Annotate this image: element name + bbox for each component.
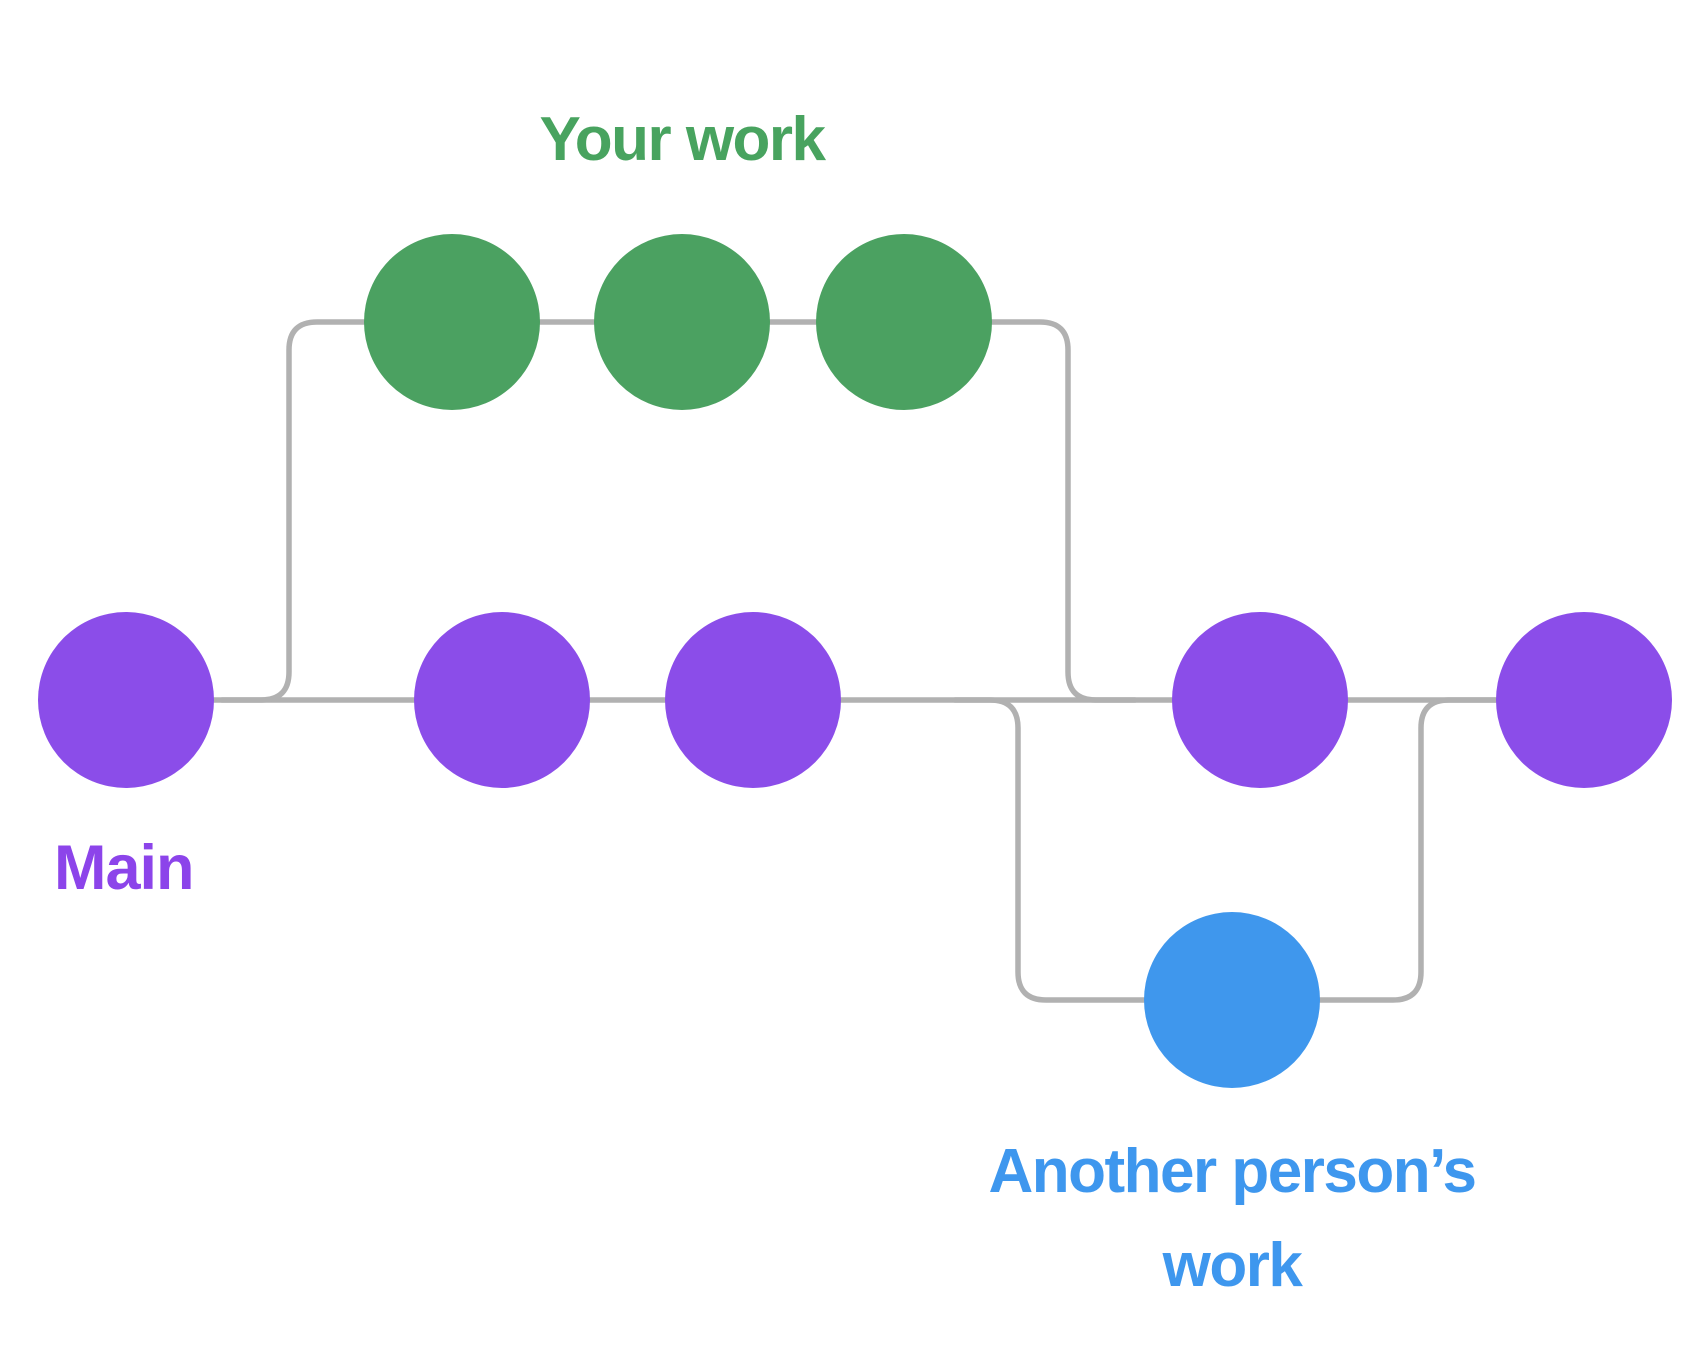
label-another-person-line1: Another person’s — [989, 1137, 1476, 1206]
commit-main-2 — [414, 612, 590, 788]
label-your-work: Your work — [539, 105, 826, 174]
commit-main-1 — [38, 612, 214, 788]
commit-another-person-1 — [1144, 912, 1320, 1088]
commit-main-5 — [1496, 612, 1672, 788]
commit-your-work-1 — [364, 234, 540, 410]
commit-main-3 — [665, 612, 841, 788]
label-another-person-line2: work — [1162, 1231, 1304, 1300]
label-main: Main — [54, 833, 194, 903]
commit-your-work-2 — [594, 234, 770, 410]
commit-main-4 — [1172, 612, 1348, 788]
commit-your-work-3 — [816, 234, 992, 410]
